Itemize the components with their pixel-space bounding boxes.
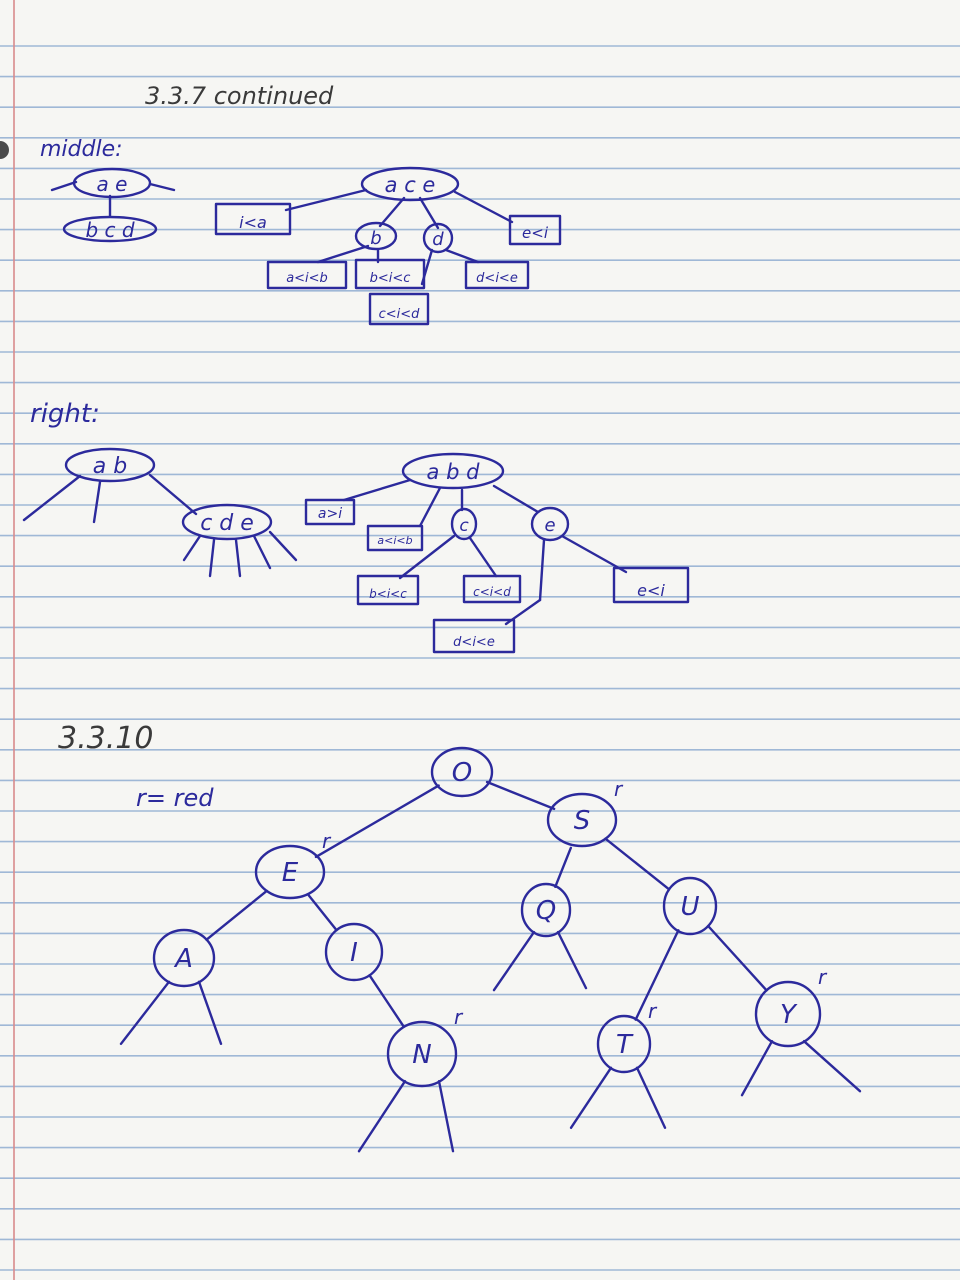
middle-leaf-box xyxy=(508,214,562,246)
tree-node-label: T xyxy=(616,1030,634,1060)
right-leaf-label: e<i xyxy=(637,581,665,600)
tree-node-a xyxy=(152,928,216,988)
middle-small-diagram: a e b c d xyxy=(50,167,176,243)
middle-leaf-box xyxy=(354,258,426,290)
tree-edge xyxy=(368,974,405,1028)
tree-node-label: N xyxy=(412,1040,431,1070)
middle-leaf-label: b<i<c xyxy=(370,271,411,286)
tree-edge xyxy=(307,894,338,932)
tree-node-label: Q xyxy=(536,896,556,926)
middle-leaf-label: e<i xyxy=(522,224,549,242)
tree-node-e xyxy=(254,844,326,900)
tree-node-i xyxy=(324,922,384,982)
right-node-e: e xyxy=(544,515,555,536)
tree-node-label: E xyxy=(282,858,299,888)
null-link xyxy=(556,930,588,990)
null-link xyxy=(119,980,171,1046)
null-link xyxy=(569,1066,613,1130)
middle-leaf-label: i<a xyxy=(239,213,267,232)
middle-large-tree: a c e b d i<a a<i<b b<i<c c<i<d d<i<e e<i xyxy=(214,166,562,326)
tree-node-label: O xyxy=(452,758,472,788)
right-root-node: a b d xyxy=(427,460,481,484)
tree-node-label: U xyxy=(680,892,699,922)
tree-node-t xyxy=(596,1014,652,1074)
tree-edge xyxy=(485,780,556,811)
right-small-bottom-node: c d e xyxy=(200,511,254,536)
ruled-lines xyxy=(0,45,960,1271)
page-header: 3.3.7 continued xyxy=(145,82,334,110)
right-leaf-box xyxy=(462,574,522,604)
tree-node-u xyxy=(662,876,718,936)
red-marker: r xyxy=(648,999,658,1023)
right-leaf-label: d<i<e xyxy=(453,635,495,650)
tree-node-label: A xyxy=(173,944,193,974)
red-marker: r xyxy=(322,829,332,853)
tree-node-o xyxy=(430,746,494,798)
right-leaf-box xyxy=(356,574,420,606)
right-large-tree: a b d c e a>i a<i<b b<i<c c<i<d d<i<e e<i xyxy=(304,452,690,654)
tree-node-q xyxy=(520,882,572,938)
tree-edge xyxy=(314,784,440,859)
middle-small-bottom-node: b c d xyxy=(85,218,134,242)
right-leaf-box xyxy=(304,498,356,526)
middle-leaf-box xyxy=(214,202,292,236)
null-link xyxy=(802,1039,862,1093)
right-small-top-node: a b xyxy=(93,454,127,479)
null-link xyxy=(740,1039,774,1097)
middle-root-node: a c e xyxy=(385,173,436,197)
null-link xyxy=(437,1079,455,1153)
right-leaf-label: a>i xyxy=(318,506,342,522)
null-link xyxy=(357,1079,407,1153)
middle-small-top-node: a e xyxy=(97,172,128,196)
tree-node-n xyxy=(386,1020,458,1088)
tree-node-label: Y xyxy=(780,1000,798,1030)
red-legend: r= red xyxy=(136,784,214,812)
right-leaf-box xyxy=(432,618,516,654)
middle-leaf-box xyxy=(464,260,530,290)
tree-node-s xyxy=(546,792,618,848)
middle-node-b: b xyxy=(370,228,381,249)
tree-edge xyxy=(554,846,573,888)
red-marker: r xyxy=(818,965,828,989)
middle-node-d: d xyxy=(432,229,444,250)
null-link xyxy=(635,1066,667,1130)
null-link xyxy=(492,930,536,992)
middle-leaf-label: c<i<d xyxy=(379,307,421,322)
red-marker: r xyxy=(614,777,624,801)
null-link xyxy=(197,980,223,1046)
middle-leaf-label: a<i<b xyxy=(286,271,328,286)
right-leaf-box xyxy=(366,524,424,552)
middle-label: middle: xyxy=(40,137,123,162)
middle-leaf-label: d<i<e xyxy=(476,271,518,286)
tree-node-y xyxy=(754,980,822,1048)
tree-edge xyxy=(604,837,671,891)
tree-edge xyxy=(205,889,268,941)
right-leaf-box xyxy=(612,566,690,604)
binder-hole xyxy=(0,141,9,159)
right-leaf-label: a<i<b xyxy=(377,534,412,547)
right-small-diagram: a b c d e xyxy=(22,447,298,578)
tree-node-label: S xyxy=(574,806,591,836)
right-node-c: c xyxy=(459,516,469,536)
red-marker: r xyxy=(454,1005,464,1029)
right-leaf-label: c<i<d xyxy=(473,585,511,599)
tree-edge xyxy=(634,929,680,1021)
tree-node-label: I xyxy=(350,938,358,968)
right-label: right: xyxy=(30,399,100,429)
section-header: 3.3.10 xyxy=(58,721,153,756)
tree-edge xyxy=(706,924,768,992)
right-leaf-label: b<i<c xyxy=(369,587,407,601)
middle-leaf-box xyxy=(266,260,348,290)
middle-leaf-box xyxy=(368,292,430,326)
